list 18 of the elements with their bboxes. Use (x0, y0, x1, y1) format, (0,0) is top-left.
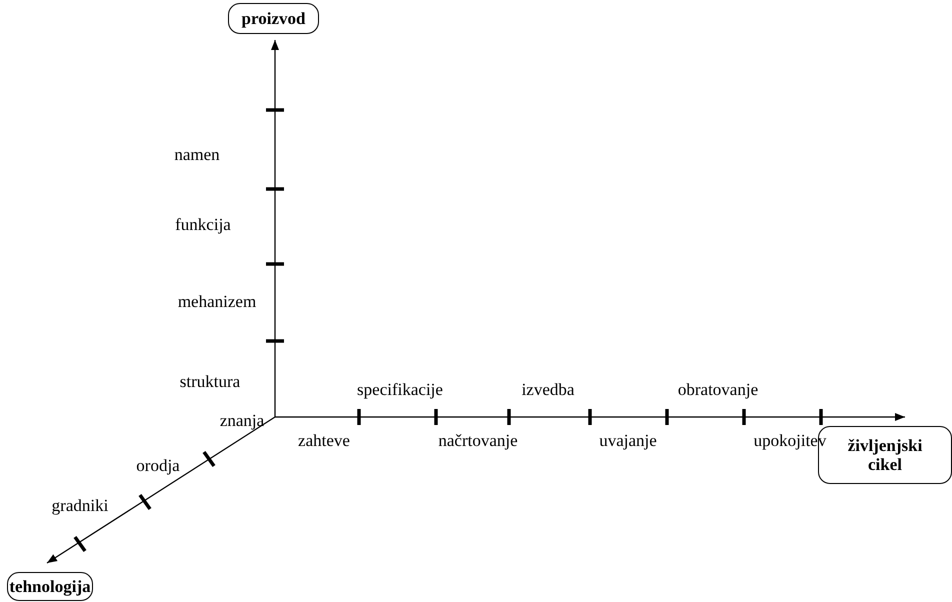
tick-label: načrtovanje (438, 431, 518, 451)
tick-label: obratovanje (678, 380, 758, 400)
axis-arrow (275, 413, 905, 421)
tick-label: specifikacije (357, 380, 443, 400)
tick-label: struktura (180, 372, 240, 392)
tick-label: izvedba (522, 380, 574, 400)
tick-label: zahteve (298, 431, 350, 451)
axis-label: proizvod (228, 3, 319, 34)
tick-label: funkcija (175, 215, 231, 235)
axis-arrow (271, 40, 279, 417)
tick-label: mehanizem (178, 292, 256, 312)
tick-label: gradniki (52, 496, 108, 516)
axis-arrow (46, 416, 276, 564)
tick-label: uvajanje (599, 431, 657, 451)
tick-label: namen (174, 145, 220, 165)
tick-label: orodja (136, 456, 180, 476)
axis-label: tehnologija (7, 572, 93, 601)
tick-label: znanja (220, 411, 264, 431)
